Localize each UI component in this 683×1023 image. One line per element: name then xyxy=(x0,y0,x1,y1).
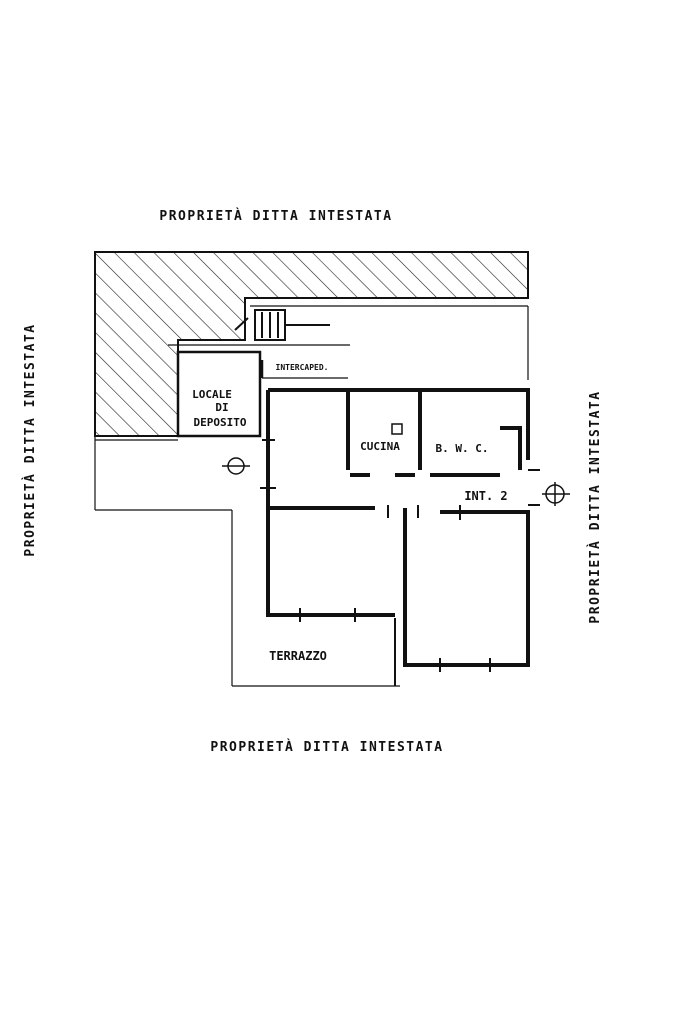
room-label-unit: INT. 2 xyxy=(464,489,507,503)
storage-room xyxy=(176,350,264,438)
entry-stair xyxy=(234,309,330,341)
room-label-intercapedine: INTERCAPED. xyxy=(276,363,329,372)
boundary-label-left: PROPRIETÀ DITTA INTESTATA xyxy=(22,323,38,556)
north-arrow-icon xyxy=(542,482,570,506)
room-label-storage-2: DI xyxy=(215,401,228,414)
entrance-marker-icon xyxy=(222,457,250,475)
room-label-storage-3: DEPOSITO xyxy=(194,416,247,429)
wall-openings xyxy=(260,439,540,686)
boundary-label-bottom: PROPRIETÀ DITTA INTESTATA xyxy=(210,739,443,755)
boundary-label-top: PROPRIETÀ DITTA INTESTATA xyxy=(159,208,392,224)
chimney-icon xyxy=(391,423,403,435)
room-label-kitchen: CUCINA xyxy=(360,440,400,453)
room-label-bathroom: B. W. C. xyxy=(436,442,489,455)
dwelling-walls xyxy=(266,388,530,667)
site-outline xyxy=(94,305,529,687)
room-label-storage-1: LOCALE xyxy=(192,388,232,401)
boundary-label-right: PROPRIETÀ DITTA INTESTATA xyxy=(587,390,603,623)
hatched-neighbor-building xyxy=(94,251,529,437)
room-label-terrace: TERRAZZO xyxy=(269,649,327,663)
